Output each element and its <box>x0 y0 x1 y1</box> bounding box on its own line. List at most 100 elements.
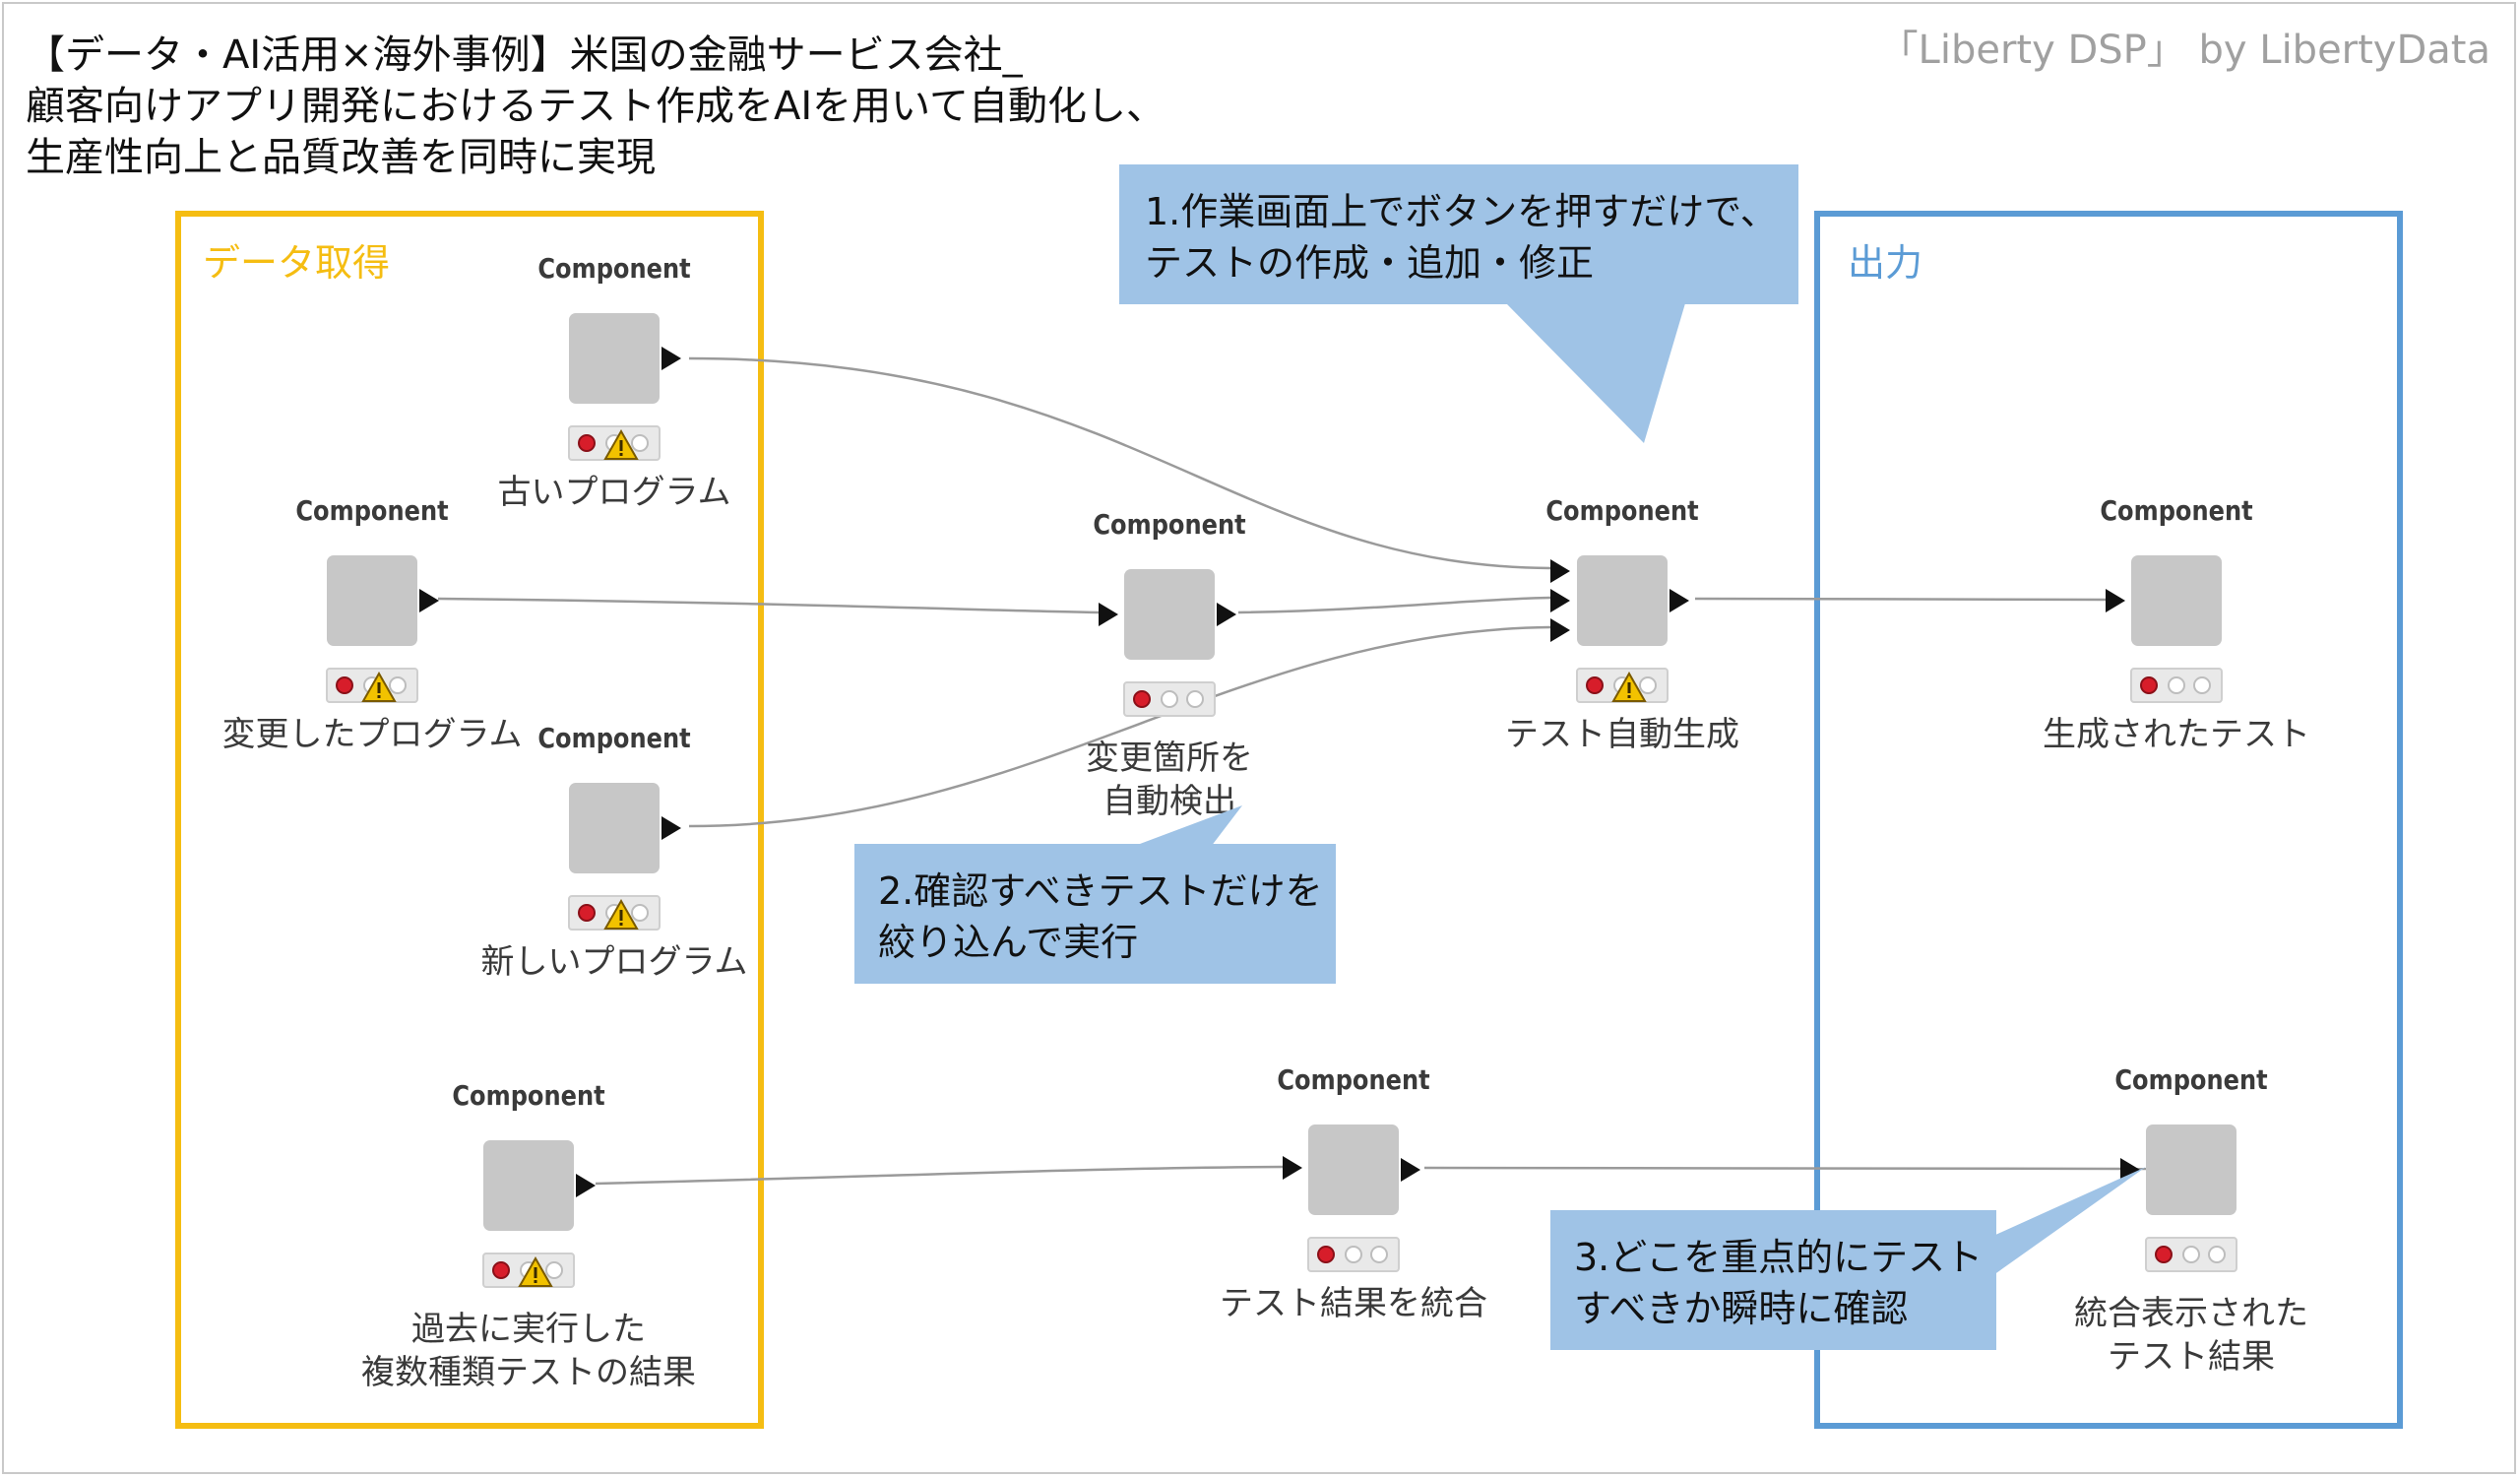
node-label: 過去に実行した 複数種類テストの結果 <box>307 1308 750 1394</box>
status-light-icon <box>1307 1237 1400 1272</box>
component-box[interactable] <box>1124 569 1215 660</box>
wire-past-to-merge <box>595 1165 1286 1186</box>
red-light <box>2140 676 2158 694</box>
wire-changed-to-detect <box>437 597 1100 614</box>
node-label: 古いプログラム <box>393 471 836 514</box>
component-box[interactable] <box>569 313 660 404</box>
output-port-icon[interactable] <box>662 816 681 840</box>
warning-triangle-icon <box>518 1256 553 1287</box>
node-label: 新しいプログラム <box>393 940 836 984</box>
node-label-line: テスト結果 <box>2108 1337 2275 1377</box>
node-new-program[interactable]: Component 新しいプログラム <box>481 722 748 982</box>
title-line-1: 【データ・AI活用×海外事例】米国の金融サービス会社_ <box>26 32 1023 78</box>
status-light-icon <box>326 668 418 703</box>
component-title: Component <box>1277 1063 1430 1096</box>
node-label-line: 変更したプログラム <box>221 715 523 754</box>
callout-2-tail <box>1132 805 1242 847</box>
component-title: Component <box>2114 1063 2268 1096</box>
node-label-line: 自動検出 <box>1102 782 1236 821</box>
node-detect-changes[interactable]: Component 変更箇所を 自動検出 <box>1066 508 1273 821</box>
off-light <box>1345 1246 1362 1263</box>
callout-3: 3.どこを重点的にテスト すべきか瞬時に確認 <box>1550 1210 1996 1350</box>
node-label-line: 変更箇所を <box>1086 739 1253 778</box>
data-acquisition-label: データ取得 <box>203 241 391 285</box>
status-light-icon <box>2130 668 2223 703</box>
node-label-line: テスト自動生成 <box>1505 715 1739 754</box>
input-port-icon[interactable] <box>1550 618 1570 642</box>
red-light <box>578 434 596 452</box>
node-label: 生成されたテスト <box>1955 713 2398 756</box>
input-port-icon[interactable] <box>1550 559 1570 583</box>
status-light-icon <box>2145 1237 2237 1272</box>
output-port-icon[interactable] <box>576 1174 596 1197</box>
callout-3-tail <box>1993 1167 2146 1275</box>
status-light-icon <box>568 895 661 931</box>
component-title: Component <box>537 252 691 285</box>
red-light <box>1586 676 1604 694</box>
input-port-icon[interactable] <box>2120 1158 2140 1182</box>
node-merged-results[interactable]: Component 統合表示された テスト結果 <box>2074 1063 2308 1377</box>
callout-2-line-2: 絞り込んで実行 <box>878 921 1139 964</box>
wire-generate-to-output <box>1694 597 2112 602</box>
node-label-line: テスト結果を統合 <box>1220 1284 1487 1323</box>
output-port-icon[interactable] <box>1217 603 1236 626</box>
node-label: 変更したプログラム <box>151 713 594 756</box>
input-port-icon[interactable] <box>1099 603 1118 626</box>
wire-new-to-generate <box>688 625 1551 828</box>
node-label-line: 複数種類テストの結果 <box>361 1353 696 1392</box>
title-line-2: 顧客向けアプリ開発におけるテスト作成をAIを用いて自動化し、 <box>26 84 1166 129</box>
off-light <box>1161 690 1178 708</box>
node-changed-program[interactable]: Component 変更したプログラム <box>222 494 523 754</box>
component-box[interactable] <box>1308 1125 1399 1215</box>
warning-triangle-icon <box>1611 672 1647 702</box>
red-light <box>1133 690 1151 708</box>
component-box[interactable] <box>2131 555 2222 646</box>
off-light <box>1186 690 1204 708</box>
component-title: Component <box>537 722 691 754</box>
component-box[interactable] <box>483 1140 574 1231</box>
input-port-icon[interactable] <box>2106 589 2125 612</box>
wire-merge-to-output <box>1423 1166 2148 1171</box>
node-label-line: 古いプログラム <box>497 473 731 512</box>
component-box[interactable] <box>569 783 660 873</box>
status-light-icon <box>1123 681 1216 717</box>
node-label: テスト結果を統合 <box>1132 1282 1575 1325</box>
output-port-icon[interactable] <box>662 347 681 370</box>
wire-old-to-generate <box>688 356 1551 570</box>
node-label-line: 過去に実行した <box>411 1310 646 1349</box>
data-acquisition-group: データ取得 <box>175 211 764 1429</box>
off-light <box>389 676 407 694</box>
callout-2-line-1: 2.確認すべきテストだけを <box>878 869 1323 913</box>
component-box[interactable] <box>327 555 417 646</box>
off-light <box>545 1261 563 1279</box>
component-title: Component <box>1093 508 1246 541</box>
off-light <box>1370 1246 1388 1263</box>
brand-credit: 「Liberty DSP」 by LibertyData <box>1878 28 2490 73</box>
node-generated-tests[interactable]: Component 生成されたテスト <box>2043 494 2310 754</box>
red-light <box>336 676 353 694</box>
output-port-icon[interactable] <box>419 589 439 612</box>
off-light <box>2168 676 2185 694</box>
node-past-results[interactable]: Component 過去に実行した 複数種類テストの結果 <box>361 1079 696 1392</box>
component-box[interactable] <box>2146 1125 2236 1215</box>
node-auto-generate[interactable]: Component テスト自動生成 <box>1505 494 1739 754</box>
red-light <box>2155 1246 2173 1263</box>
component-title: Component <box>2100 494 2253 527</box>
callout-1-tail <box>1506 303 1685 443</box>
slide-title: 【データ・AI活用×海外事例】米国の金融サービス会社_ 顧客向けアプリ開発におけ… <box>26 30 1166 183</box>
output-port-icon[interactable] <box>1401 1158 1420 1182</box>
node-old-program[interactable]: Component 古いプログラム <box>498 252 731 512</box>
node-merge-results[interactable]: Component テスト結果を統合 <box>1220 1063 1487 1323</box>
off-light <box>2182 1246 2200 1263</box>
input-port-icon[interactable] <box>1283 1156 1302 1180</box>
output-port-icon[interactable] <box>1670 589 1689 612</box>
component-box[interactable] <box>1577 555 1668 646</box>
warning-triangle-icon <box>603 429 639 460</box>
node-label-line: 新しいプログラム <box>480 942 748 982</box>
input-port-icon[interactable] <box>1550 589 1570 612</box>
node-label-line: 生成されたテスト <box>2043 715 2310 754</box>
callout-3-line-1: 3.どこを重点的にテスト <box>1574 1236 1984 1279</box>
